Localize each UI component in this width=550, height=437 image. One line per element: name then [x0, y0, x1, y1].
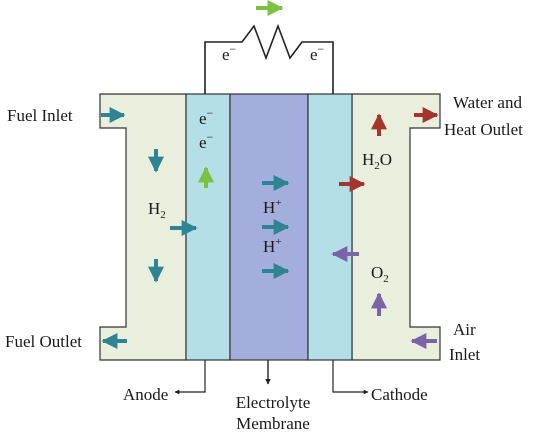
anode-label: Anode [123, 385, 168, 404]
cathode-label: Cathode [371, 385, 428, 404]
water-heat-outlet-label-1: Water and [453, 93, 522, 112]
hplus-label-1: H+ [263, 197, 282, 217]
circuit-wire [204, 23, 334, 94]
hplus-label-2: H+ [263, 236, 282, 256]
electrolyte-label-1: Electrolyte [236, 393, 311, 412]
fuel-outlet-label: Fuel Outlet [5, 332, 82, 351]
air-inlet-label-2: Inlet [449, 345, 480, 364]
cathode-leader [332, 360, 369, 395]
cathode-layer [307, 93, 353, 361]
water-heat-outlet-label-2: Heat Outlet [444, 120, 523, 139]
h2-label: H2 [148, 199, 166, 221]
h2o-label: H2O [362, 150, 392, 172]
anode-electron-label-1: e− [199, 106, 214, 128]
cathode-gas-channel [351, 93, 441, 361]
anode-electron-label-2: e− [199, 130, 214, 152]
anode-leader [174, 360, 206, 395]
fuel-inlet-label: Fuel Inlet [7, 106, 73, 125]
electron-right-label: e− [310, 42, 325, 64]
electrolyte-label-2: Membrane [236, 414, 310, 433]
o2-label: O2 [371, 263, 389, 285]
electron-left-label: e− [222, 42, 237, 64]
air-inlet-label-1: Air [453, 320, 476, 339]
